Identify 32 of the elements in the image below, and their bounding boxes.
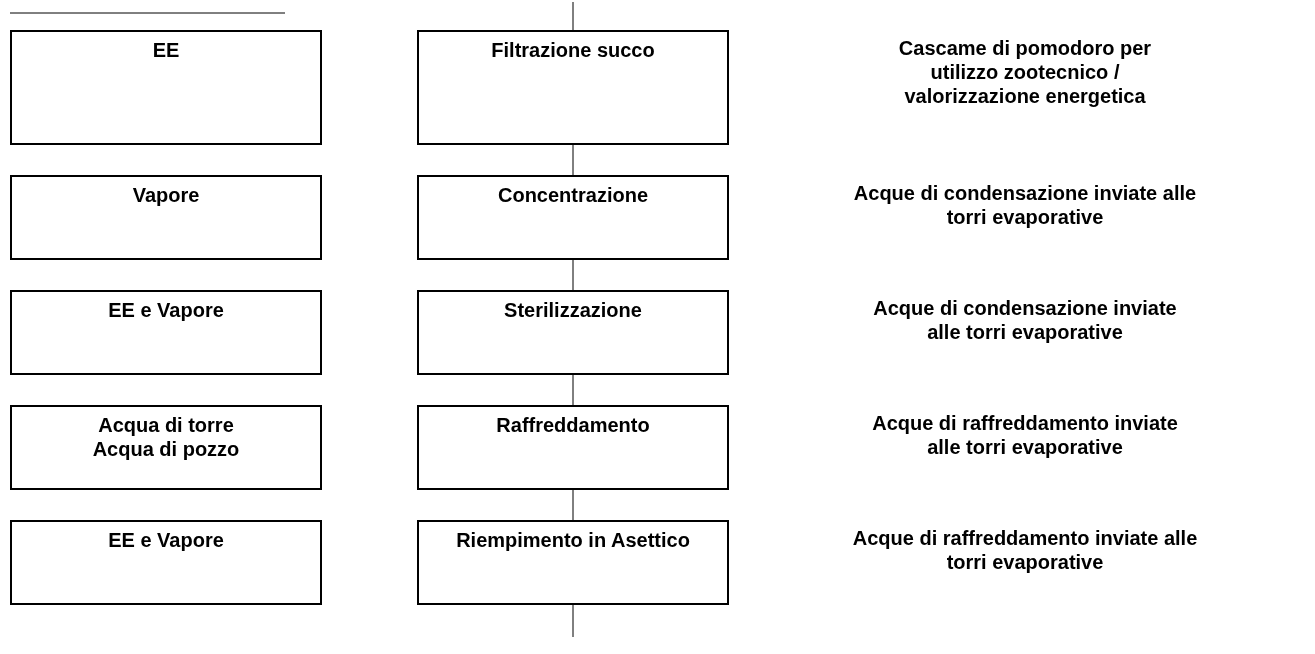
connector-line (572, 374, 574, 406)
process-box (417, 405, 729, 490)
process-box (10, 520, 322, 605)
connector-line (572, 144, 574, 176)
connector-line (572, 489, 574, 521)
box-label: Filtrazione succo (491, 38, 655, 62)
box-label: Acqua di torre (98, 413, 234, 437)
process-box (10, 30, 322, 145)
box-label: Concentrazione (498, 183, 648, 207)
box-label: Sterilizzazione (504, 298, 642, 322)
process-box (417, 520, 729, 605)
output-note: Acque di condensazione inviate alle torri evaporative (852, 181, 1198, 229)
output-note: Acque di raffreddamento inviate alle torri evaporative (871, 411, 1179, 459)
box-label: Riempimento in Asettico (456, 528, 690, 552)
process-box (417, 175, 729, 260)
connector-line (572, 1, 574, 31)
box-label: EE e Vapore (108, 298, 224, 322)
connector-line (572, 604, 574, 638)
process-box (417, 30, 729, 145)
process-box (417, 290, 729, 375)
process-box (10, 405, 322, 490)
process-box (10, 290, 322, 375)
box-label: Acqua di pozzo (92, 437, 240, 461)
output-note: Cascame di pomodoro per utilizzo zootecnico / valorizzazione energetica (897, 36, 1153, 108)
output-note: Acque di condensazione inviate alle torri evaporative (872, 296, 1178, 344)
connector-line (572, 259, 574, 291)
box-label: Vapore (132, 183, 200, 207)
process-box (10, 175, 322, 260)
output-note: Acque di raffreddamento inviate alle torri evaporative (851, 526, 1199, 574)
box-label: Raffreddamento (496, 413, 650, 437)
box-label: EE e Vapore (108, 528, 224, 552)
box-label: EE (152, 38, 180, 62)
